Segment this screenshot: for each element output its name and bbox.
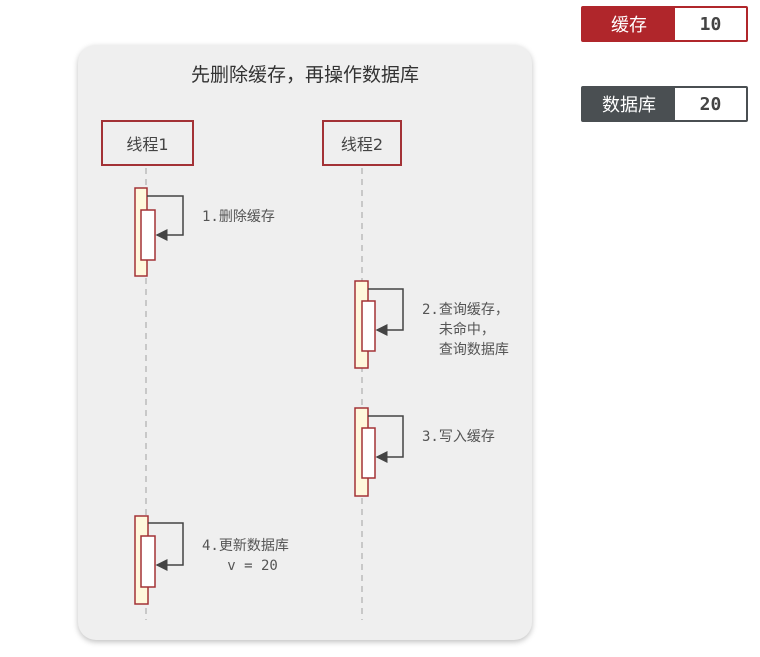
diagram-title: 先删除缓存，再操作数据库 bbox=[190, 64, 419, 86]
activation-step-4 bbox=[134, 515, 184, 605]
cache-value: 10 bbox=[675, 8, 746, 40]
cache-label: 缓存 bbox=[583, 8, 675, 40]
thread-1-box: 线程1 bbox=[101, 120, 194, 166]
step-3-label: 3.写入缓存 bbox=[422, 429, 495, 445]
step-1-label: 1.删除缓存 bbox=[202, 209, 275, 225]
database-state-badge: 数据库 20 bbox=[581, 86, 748, 122]
database-value: 20 bbox=[675, 88, 746, 120]
database-label: 数据库 bbox=[583, 88, 675, 120]
step-2-label: 2.查询缓存， 未命中， 查询数据库 bbox=[422, 302, 509, 358]
step-4-label: 4.更新数据库 v = 20 bbox=[202, 538, 289, 574]
thread-2-box: 线程2 bbox=[322, 120, 402, 166]
activation-step-3 bbox=[354, 407, 404, 497]
activation-step-2 bbox=[354, 280, 404, 369]
cache-state-badge: 缓存 10 bbox=[581, 6, 748, 42]
activation-step-1 bbox=[134, 187, 184, 277]
